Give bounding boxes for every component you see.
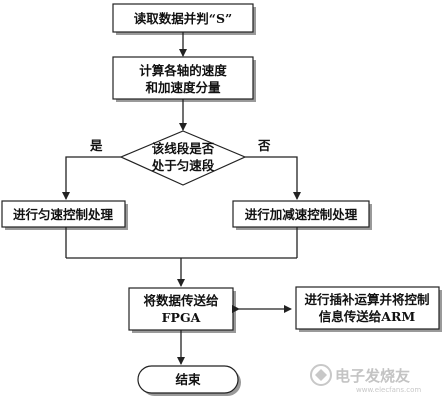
step-transfer-fpga-line1: 将数据传送给 xyxy=(143,293,219,308)
step-read-data-label: 读取数据并判“S” xyxy=(134,11,232,26)
step-interpolation-arm: 进行插补运算并将控制 信息传送给ARM xyxy=(295,286,442,332)
step-uniform-control-label: 进行匀速控制处理 xyxy=(13,207,114,222)
branch-no-label: 否 xyxy=(257,138,271,153)
step-read-data: 读取数据并判“S” xyxy=(112,3,256,35)
watermark-logo-icon xyxy=(310,364,332,386)
connector-decision-yes xyxy=(62,156,121,200)
step-end-label: 结束 xyxy=(175,372,201,387)
step-accel-control: 进行加减速控制处理 xyxy=(232,200,372,230)
step-transfer-fpga-line2: FPGA xyxy=(162,310,201,325)
step-compute-velocity-line2: 和加速度分量 xyxy=(144,80,221,95)
step-uniform-control: 进行匀速控制处理 xyxy=(1,200,128,230)
watermark-url: www.elecfans.com xyxy=(356,386,421,394)
step-end: 结束 xyxy=(137,365,241,396)
watermark-text: 电子发烧友 xyxy=(335,367,410,385)
step-accel-control-label: 进行加减速控制处理 xyxy=(245,207,358,222)
decision-line1: 该线段是否 xyxy=(152,141,215,156)
step-interpolation-arm-line2: 信息传送给ARM xyxy=(319,309,416,324)
step-transfer-fpga: 将数据传送给 FPGA xyxy=(128,287,236,333)
step-compute-velocity-line1: 计算各轴的速度 xyxy=(139,63,227,78)
step-compute-velocity: 计算各轴的速度 和加速度分量 xyxy=(112,56,256,102)
decision-line2: 处于匀速段 xyxy=(151,158,215,173)
step-interpolation-arm-line1: 进行插补运算并将控制 xyxy=(304,292,429,307)
decision-uniform-segment: 该线段是否 处于匀速段 xyxy=(119,130,247,186)
watermark: 电子发烧友 www.elecfans.com xyxy=(310,364,421,394)
connector-decision-no xyxy=(245,156,301,200)
branch-yes-label: 是 xyxy=(89,138,103,153)
